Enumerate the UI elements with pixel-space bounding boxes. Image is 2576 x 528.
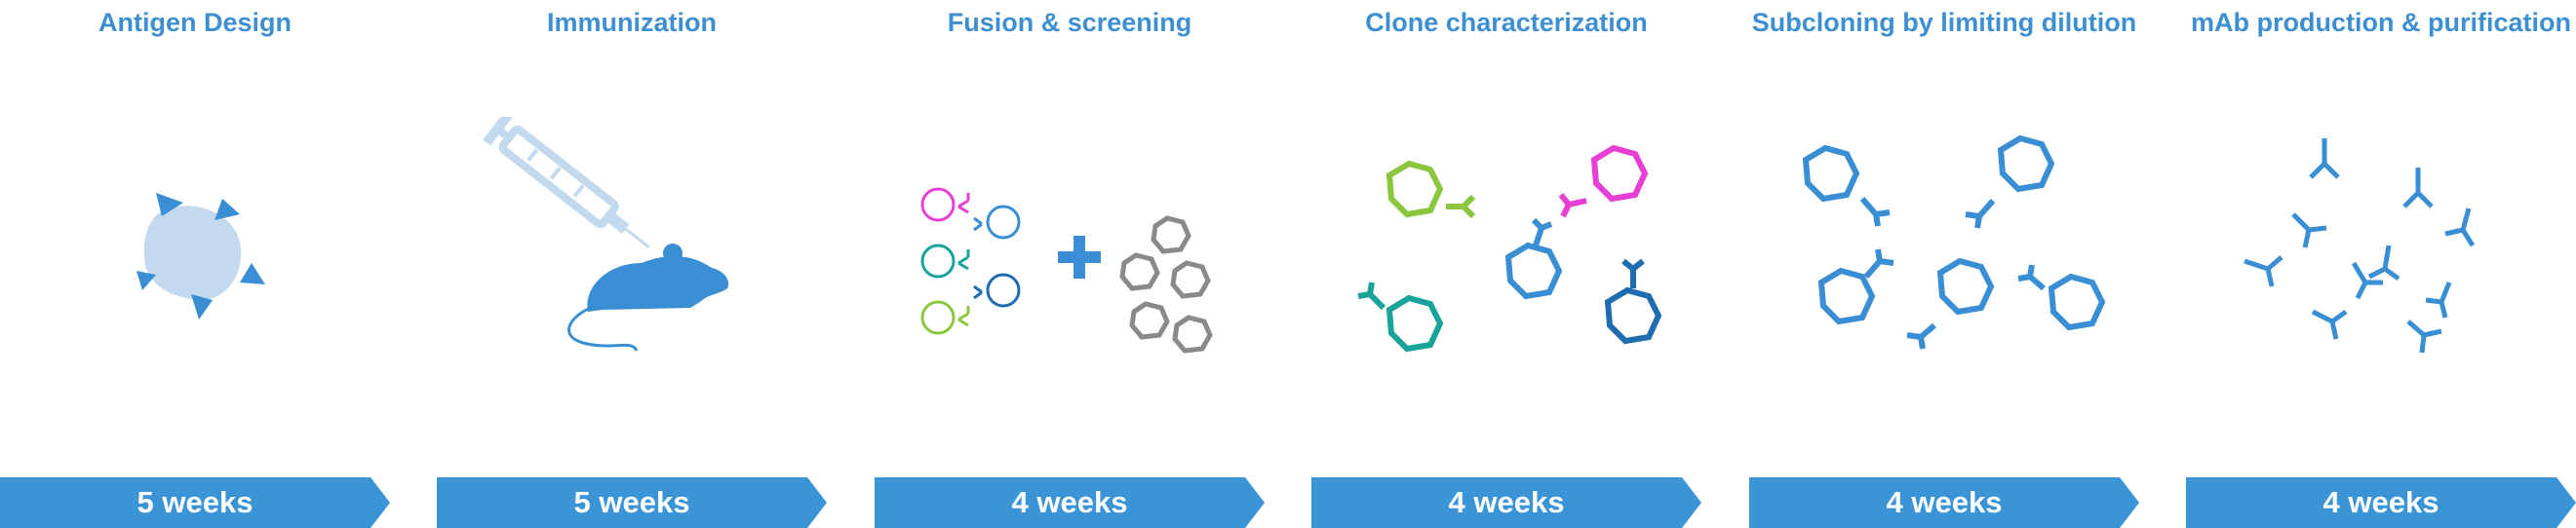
duration-arrow: 4 weeks <box>875 477 1265 528</box>
step-title: Clone characterization <box>1365 8 1648 37</box>
duration-arrow: 4 weeks <box>2186 477 2576 528</box>
duration-label: 4 weeks <box>1011 485 1128 519</box>
antigen-icon <box>20 117 371 390</box>
duration-label: 4 weeks <box>1886 485 2003 519</box>
duration-arrow: 4 weeks <box>1749 477 2139 528</box>
duration-label: 5 weeks <box>573 485 690 519</box>
subclone-cells-icon <box>1769 117 2120 390</box>
step-fusion-screening: Fusion & screening <box>875 0 1265 528</box>
step-title: Fusion & screening <box>947 8 1192 37</box>
duration-arrow: 5 weeks <box>437 477 827 528</box>
syringe-mouse-icon <box>456 117 807 390</box>
duration-label: 4 weeks <box>1448 485 1565 519</box>
antibodies-icon <box>2205 117 2556 390</box>
duration-arrow: 5 weeks <box>0 477 390 528</box>
step-subcloning: Subcloning by limiting dilution 4 weeks <box>1749 0 2139 528</box>
step-clone-characterization: Clone characterization 4 weeks <box>1311 0 1701 528</box>
clone-cells-icon <box>1331 117 1682 390</box>
duration-label: 4 weeks <box>2322 485 2439 519</box>
step-immunization: Immunization 5 weeks <box>437 0 827 528</box>
step-mab-production: mAb production & purification 4 weeks <box>2186 0 2576 528</box>
step-antigen-design: Antigen Design 5 weeks <box>0 0 390 528</box>
cells-fusion-icon <box>894 117 1245 390</box>
step-title: Subcloning by limiting dilution <box>1751 8 2137 37</box>
duration-arrow: 4 weeks <box>1311 477 1701 528</box>
step-title: mAb production & purification <box>2191 8 2571 37</box>
duration-label: 5 weeks <box>137 485 254 519</box>
step-title: Antigen Design <box>98 8 292 37</box>
step-title: Immunization <box>547 8 717 37</box>
